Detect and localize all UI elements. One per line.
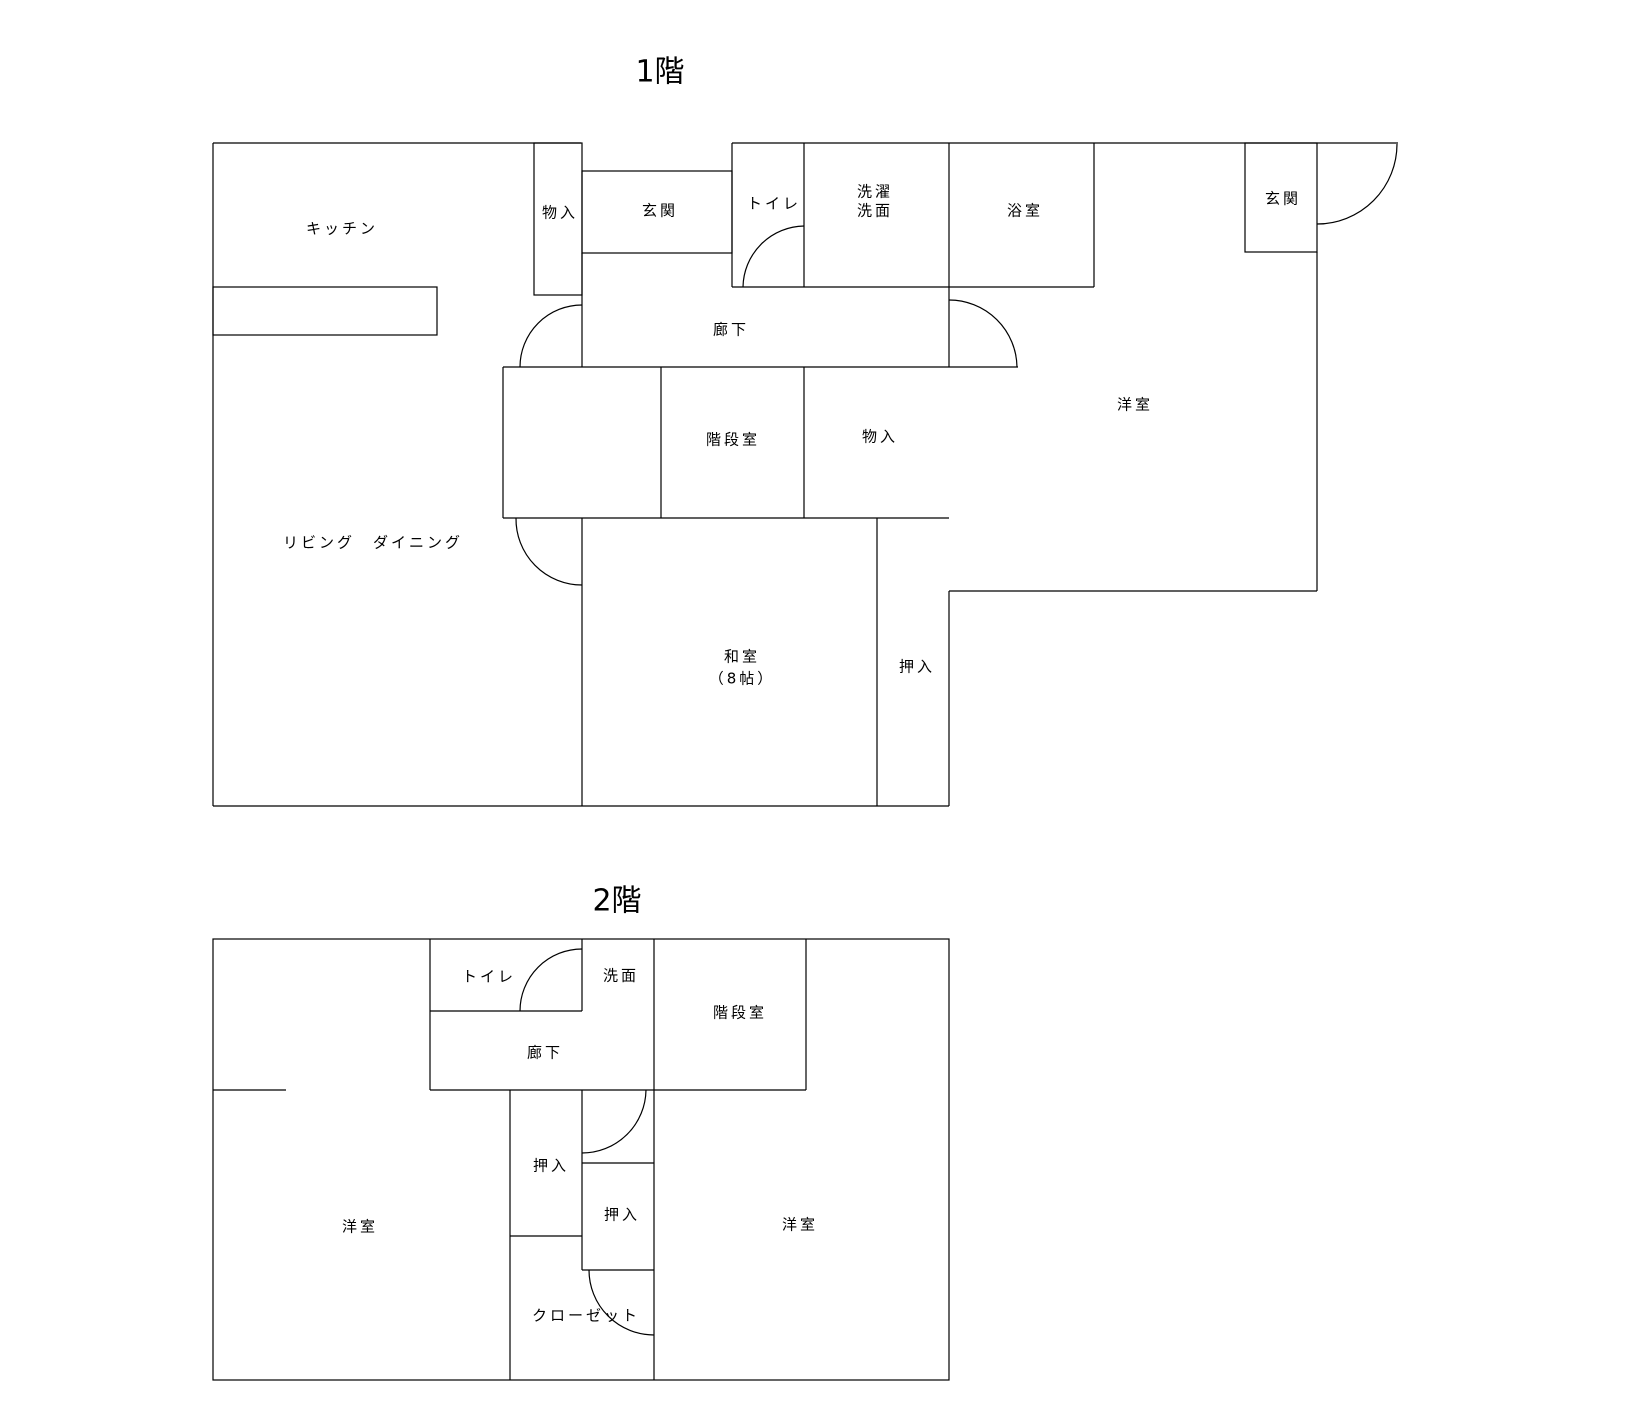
stair2-label: 階段室 (713, 1004, 767, 1022)
entrance-b-label: 玄関 (1265, 190, 1301, 208)
kitchen-label: キッチン (306, 220, 378, 238)
toilet-label: トイレ (747, 195, 801, 213)
washitsu-label-1: 和室 (724, 648, 760, 666)
floor2-walls (212, 938, 950, 1381)
floor1-labels: キッチン 物入 玄関 トイレ 洗濯 洗面 浴室 玄関 廊下 階段室 物入 洋室 … (283, 183, 1301, 688)
floor1-title: 1階 (635, 55, 684, 90)
western-label: 洋室 (1117, 396, 1153, 414)
washroom2-label: 洗面 (603, 967, 639, 985)
floor2-outline (212, 938, 950, 1381)
hallway-left-door-swing (519, 304, 583, 368)
entrance-a-label: 玄関 (642, 202, 678, 220)
western2-left-label: 洋室 (342, 1218, 378, 1236)
entrance-b-door-swing (1316, 143, 1398, 225)
oshiire2a-label: 押入 (533, 1157, 569, 1175)
living-label: リビング ダイニング (283, 534, 463, 552)
floor1-walls (212, 142, 1398, 807)
floor2-labels: トイレ 洗面 階段室 廊下 押入 押入 洋室 洋室 クローゼット (342, 967, 818, 1325)
closet-door-swing (588, 1269, 655, 1336)
hallway2-label: 廊下 (527, 1044, 563, 1062)
stair-label: 階段室 (706, 431, 760, 449)
floor1-doors (515, 143, 1398, 586)
closet-label: クローゼット (532, 1307, 640, 1325)
oshiire2b-label: 押入 (604, 1206, 640, 1224)
western2-right-label: 洋室 (782, 1216, 818, 1234)
entrance-b-room (1244, 142, 1318, 253)
hallway-right-door-swing (948, 299, 1018, 368)
kitchen-counter (212, 286, 438, 336)
storage-a-label: 物入 (542, 204, 578, 222)
toilet2-label: トイレ (462, 968, 516, 986)
toilet2-door-swing (519, 948, 583, 1012)
storage-b-label: 物入 (862, 428, 898, 446)
floor2-doors (519, 948, 655, 1336)
oshiire-label: 押入 (899, 658, 935, 676)
laundry-label-1: 洗濯 (857, 183, 893, 201)
laundry-label-2: 洗面 (857, 202, 893, 220)
hallway-label: 廊下 (713, 321, 749, 339)
bath-label: 浴室 (1007, 202, 1043, 220)
washitsu-label-2: （8帖） (709, 670, 776, 688)
toilet-door-swing (742, 225, 805, 288)
living-door-swing (515, 517, 583, 586)
oshiire2-door-swing (581, 1089, 647, 1154)
floor2-title: 2階 (592, 884, 641, 919)
